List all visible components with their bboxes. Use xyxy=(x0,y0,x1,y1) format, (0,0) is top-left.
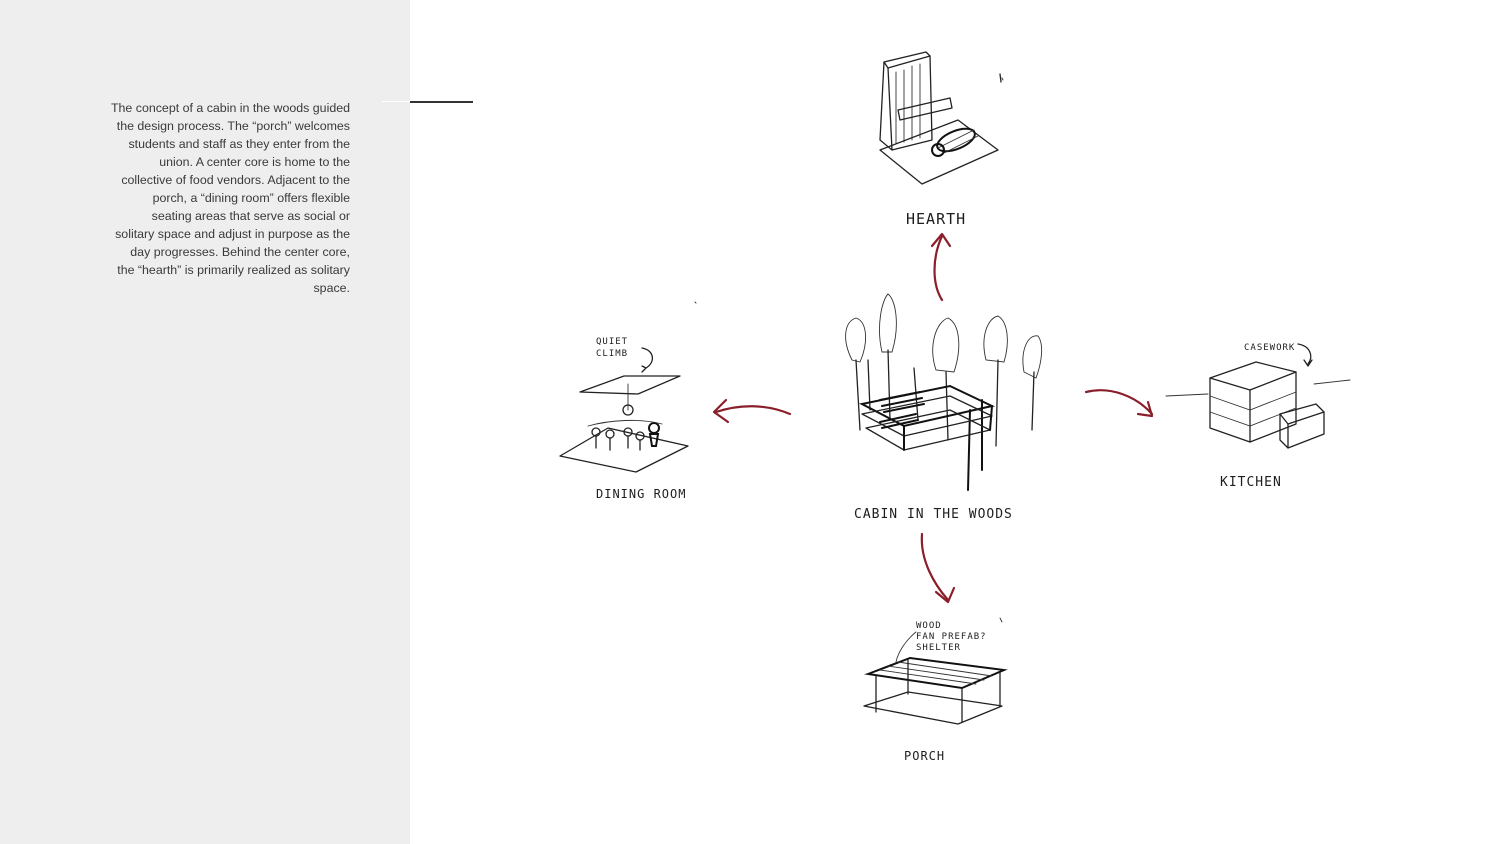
kitchen-sketch: CASEWORK KITCHEN xyxy=(1165,343,1351,490)
dining-room-sketch: QUIET CLIMB DINING ROOM xyxy=(559,337,689,501)
cabin-in-woods-sketch: CABIN IN THE WOODS xyxy=(845,293,1043,522)
kitchen-note: CASEWORK xyxy=(1244,343,1295,353)
arrow-to-porch xyxy=(920,532,956,604)
sidebar-panel xyxy=(0,0,410,844)
arrow-to-dining xyxy=(712,398,792,424)
divider-line xyxy=(410,101,473,103)
dining-note: QUIET CLIMB xyxy=(596,337,635,359)
hearth-label: HEARTH xyxy=(906,210,966,228)
concept-description: The concept of a cabin in the woods guid… xyxy=(110,101,350,295)
porch-label: PORCH xyxy=(904,749,945,763)
porch-note: WOOD FAN PREFAB? SHELTER xyxy=(916,621,993,653)
hearth-sketch: HEARTH xyxy=(879,51,1002,228)
kitchen-label: KITCHEN xyxy=(1220,475,1282,490)
porch-sketch: WOOD FAN PREFAB? SHELTER PORCH xyxy=(863,617,1008,763)
arrow-to-kitchen xyxy=(1084,389,1154,418)
center-label: CABIN IN THE WOODS xyxy=(854,507,1013,522)
concept-sketch-diagram: HEARTH CABIN IN THE WOODS QUIET xyxy=(559,51,1351,763)
arrow-to-hearth xyxy=(930,232,952,302)
dining-label: DINING ROOM xyxy=(596,487,686,501)
divider-light xyxy=(382,101,410,102)
